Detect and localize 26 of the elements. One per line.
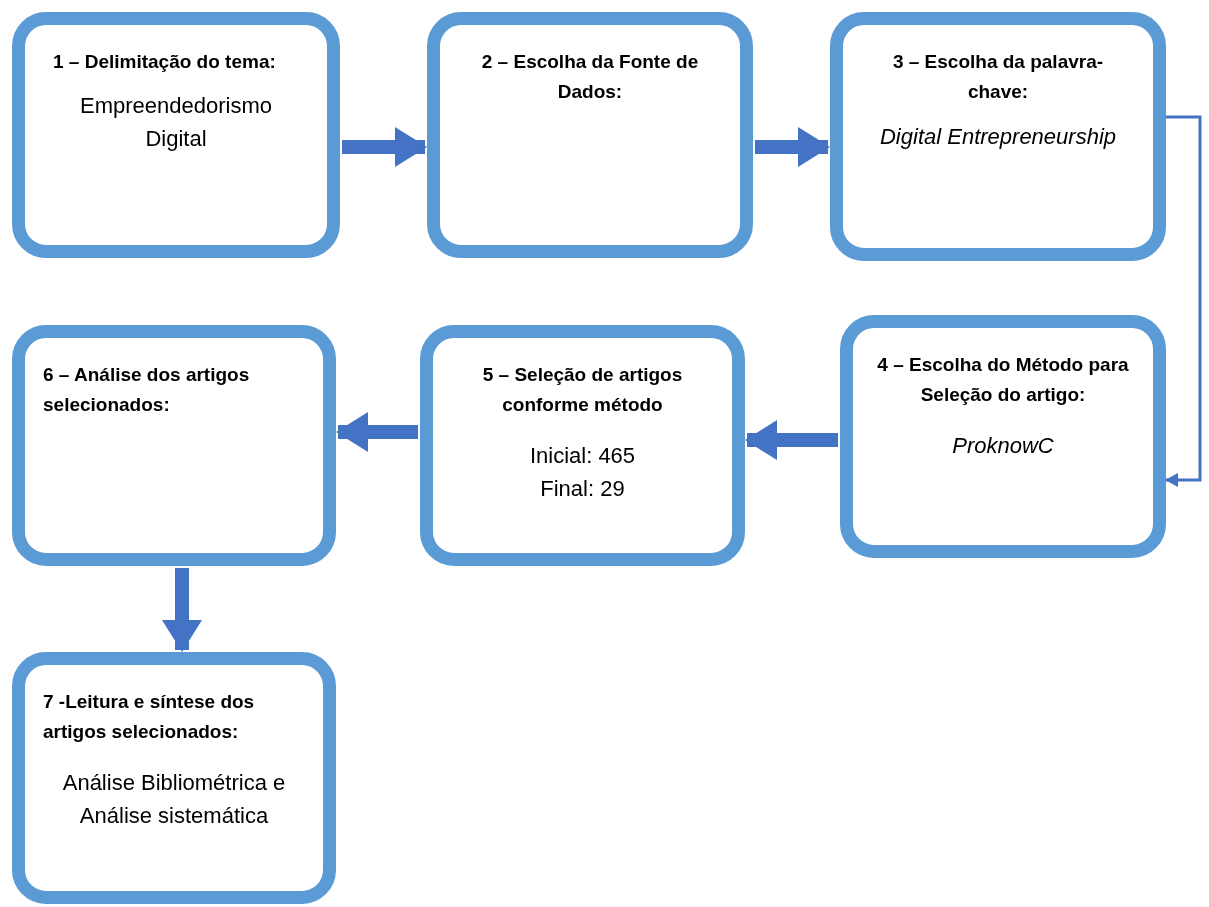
arrow (336, 412, 418, 452)
step-description: Final: 29 (539, 474, 626, 503)
step-heading: 1 – Delimitação do tema: (53, 50, 277, 74)
arrow (342, 127, 427, 167)
arrow (162, 568, 202, 652)
process-box (12, 12, 340, 258)
process-box (12, 652, 336, 904)
step-description: Digital Entrepreneurship (879, 122, 1117, 151)
process-box (12, 325, 336, 566)
step-description: Análise Bibliométrica e Análise sistemática (61, 768, 287, 830)
step-heading: 6 – Análise dos artigos selecionados: (43, 363, 251, 418)
step-heading: 5 – Seleção de artigos conforme método (481, 363, 684, 418)
process-box (830, 12, 1166, 261)
arrow (755, 127, 830, 167)
process-box (420, 325, 745, 566)
step-description: Empreendedorismo Digital (79, 92, 273, 154)
process-box (427, 12, 753, 258)
step-heading: 2 – Escolha da Fonte de Dados: (480, 50, 700, 105)
step-description: Inicial: 465 (528, 441, 637, 470)
process-box (840, 315, 1166, 558)
arrow (745, 420, 838, 460)
step-heading: 7 -Leitura e síntese dos artigos selecionados: (43, 690, 256, 745)
step-description: ProknowC (951, 431, 1055, 460)
step-heading: 3 – Escolha da palavra-chave: (891, 50, 1105, 105)
arrow (1165, 115, 1202, 487)
step-heading: 4 – Escolha do Método para Seleção do artigo: (876, 353, 1130, 408)
